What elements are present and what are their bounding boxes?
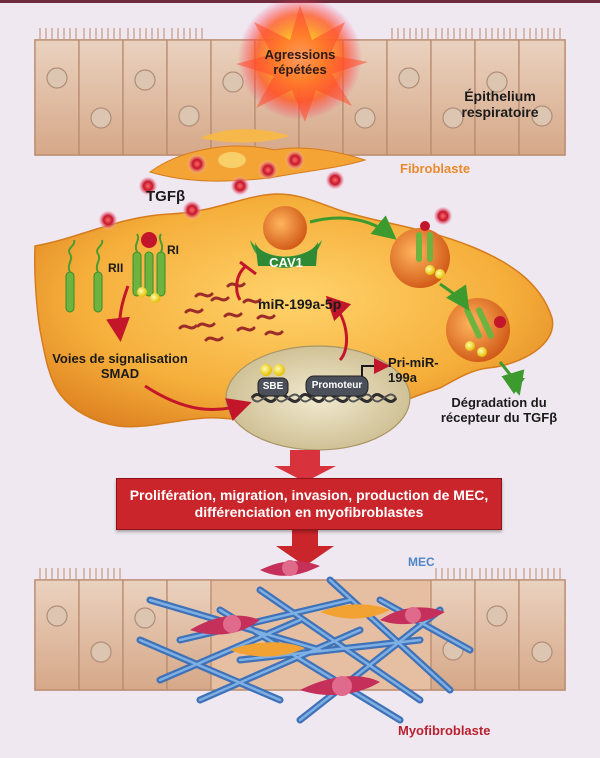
small-fibroblasts xyxy=(148,129,367,182)
down-arrow-1 xyxy=(274,450,336,482)
smad-label-line1: Voies de signalisation xyxy=(52,351,188,366)
myofibroblast-label: Myofibroblaste xyxy=(398,723,491,738)
effects-line2: différenciation en myofibroblastes xyxy=(194,504,424,520)
pri-mirna-label-line2: 199a xyxy=(388,369,417,385)
myofibroblasts xyxy=(190,560,445,696)
epithelium-label: Épithelium respiratoire xyxy=(450,88,550,120)
pri-mirna-label-line1: Pri-miR- xyxy=(388,355,439,370)
tgfb-ligands xyxy=(98,150,453,230)
epithelium-bottom xyxy=(34,568,566,691)
mirna-label: miR-199a-5p xyxy=(258,296,342,312)
pri-mirna-label: Pri-miR- 199a xyxy=(388,355,439,386)
rii-label: RII xyxy=(108,261,124,275)
caveolae-vesicle xyxy=(250,206,322,268)
promoter-label: Promoteur xyxy=(311,380,363,391)
smad-label-line2: SMAD xyxy=(100,365,140,381)
tgfb-receptors xyxy=(65,233,166,313)
degradation-label: Dégradation du récepteur du TGFβ xyxy=(434,395,564,426)
sbe-box xyxy=(257,364,289,397)
tgfb-label: TGFβ xyxy=(146,188,186,205)
fibroblasts-bottom xyxy=(230,604,390,657)
mirna-strands xyxy=(178,282,284,342)
promoter-box xyxy=(305,375,369,397)
aggression-label-line1: Agressions xyxy=(264,47,336,62)
smad-arrow-2 xyxy=(144,384,252,421)
cav1-label: CAV1 xyxy=(269,255,303,270)
ri-label: RI xyxy=(167,243,179,257)
degradation-label-line1: Dégradation du xyxy=(451,395,547,410)
aggression-label: Agressions répétées xyxy=(255,47,345,78)
fibroblast-label: Fibroblaste xyxy=(400,161,471,176)
smad-arrow-1 xyxy=(106,285,130,342)
internalised-vesicle-2 xyxy=(446,298,510,362)
dna-strand xyxy=(250,393,398,403)
epithelium-label-line2: respiratoire xyxy=(461,104,539,121)
aggression-label-line2: répétées xyxy=(273,61,327,77)
degradation-label-line2: récepteur du TGFβ xyxy=(440,409,558,425)
mec-label: MEC xyxy=(408,555,435,569)
smad-label: Voies de signalisation SMAD xyxy=(40,351,200,382)
transcription-arrow xyxy=(325,295,352,362)
sbe-label: SBE xyxy=(262,381,284,392)
transcription-start xyxy=(361,358,390,376)
effects-line1: Prolifération, migration, invasion, prod… xyxy=(129,486,489,503)
down-arrow-2 xyxy=(276,530,334,566)
aggression-burst xyxy=(236,0,368,122)
effects-box: Prolifération, migration, invasion, prod… xyxy=(116,478,502,530)
internalised-vesicle-1 xyxy=(390,221,450,288)
inhibition-arrow xyxy=(235,260,257,301)
epithelium-label-line1: Épithelium xyxy=(464,88,536,104)
